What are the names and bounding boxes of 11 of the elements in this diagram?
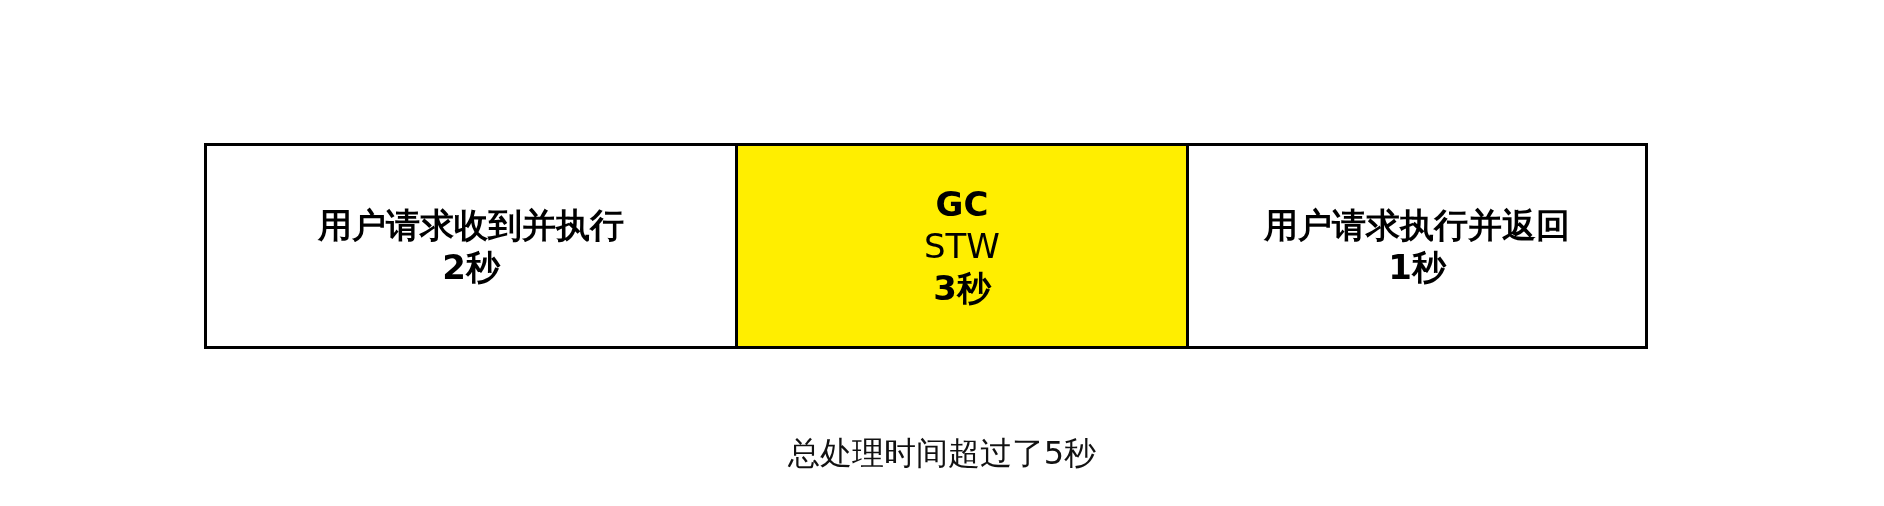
gc-pause-box (735, 143, 1189, 349)
phase-text: STW (924, 225, 1000, 267)
phase-title: 用户请求收到并执行 (318, 204, 624, 246)
phase-title: 用户请求执行并返回 (1264, 204, 1570, 246)
phase-text: 3秒 (933, 267, 991, 309)
phase-box (204, 143, 738, 349)
phase-box (1186, 143, 1648, 349)
note-text: 总处理时间超过了5秒 (786, 433, 1098, 474)
phase-text: 2秒 (442, 246, 500, 288)
phase-text: 1秒 (1388, 246, 1446, 288)
phase-title: GC (935, 183, 989, 225)
